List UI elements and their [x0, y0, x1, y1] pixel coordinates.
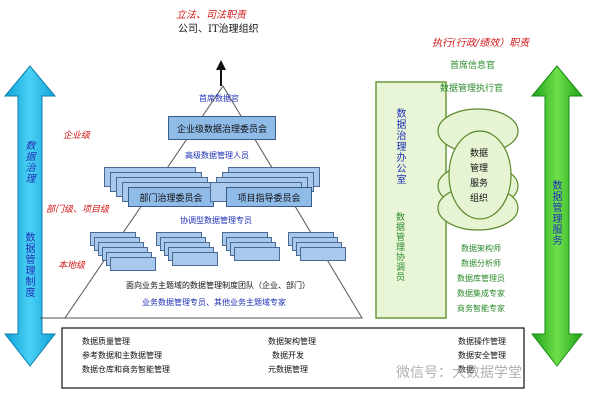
specialists-label: 业务数据管理专员、其他业务主题域专家: [142, 298, 286, 307]
bottom-col1-item1: 数据质量管理: [82, 337, 130, 346]
bottom-col3-item3: 数据: [458, 365, 474, 374]
cdo-label: 首席数据官: [199, 94, 239, 103]
legislative-title: 立法、司法职责: [176, 10, 246, 21]
corporate-it-governance: 公司、IT治理组织: [178, 24, 259, 35]
left-arrow-bottom-label: 数据管理制度: [23, 232, 34, 298]
watermark: 微信号：大数据学堂: [396, 365, 522, 381]
service-label-1: 数据: [470, 149, 489, 159]
domain-team-label: 面向业务主题域的数据管理制度团队（企业、部门）: [126, 281, 310, 290]
project-committee-box: 项目指导委员会: [226, 187, 312, 207]
service-label-4: 组织: [470, 194, 489, 204]
bottom-col2-item3: 元数据管理: [268, 365, 308, 374]
dept-committee-label: 部门治理委员会: [139, 193, 203, 204]
project-committee-label: 项目指导委员会: [237, 193, 301, 204]
bottom-col1-item3: 数据仓库和商务智能管理: [82, 365, 170, 374]
coordinator-label: 数据管理协调员: [394, 212, 404, 282]
office-label: 数据治理办公室: [394, 108, 405, 185]
left-arrow-top-label: 数据治理: [23, 140, 34, 184]
role-integration: 数据集成专家: [457, 289, 505, 298]
bottom-col1-item2: 参考数据和主数据管理: [82, 351, 162, 360]
bottom-col3-item2: 数据安全管理: [458, 351, 506, 360]
right-double-arrow: [530, 65, 584, 367]
coordinators-label: 协调型数据管理专员: [180, 216, 252, 225]
service-label-2: 管理: [470, 164, 489, 174]
cio-label: 首席信息官: [450, 61, 496, 71]
level-enterprise: 企业级: [63, 131, 91, 141]
dept-committee-box: 部门治理委员会: [128, 187, 214, 207]
office-box: [375, 81, 447, 319]
left-double-arrow: [3, 65, 57, 367]
data-exec-label: 数据管理执行官: [440, 84, 504, 94]
bottom-box: [61, 327, 525, 389]
enterprise-committee-box: 企业级数据治理委员会: [168, 116, 276, 140]
level-dept-project: 部门级、项目级: [46, 205, 110, 215]
role-analyst: 数据分析师: [461, 259, 501, 268]
level-local: 本地级: [58, 261, 86, 271]
right-arrow-label: 数据管理服务: [550, 180, 561, 246]
enterprise-committee-label: 企业级数据治理委员会: [176, 124, 267, 135]
executive-title: 执行(行政/绩效）职责: [432, 38, 530, 49]
service-label-3: 服务: [470, 179, 489, 189]
bottom-col2-item1: 数据架构管理: [268, 337, 316, 346]
role-bi: 商务智能专家: [457, 304, 505, 313]
senior-managers-label: 高级数据管理人员: [185, 151, 249, 160]
role-dba: 数据库管理员: [457, 274, 505, 283]
bottom-col2-item2: 数据开发: [272, 351, 304, 360]
role-architect: 数据架构师: [461, 244, 501, 253]
service-circle-center: [448, 130, 512, 220]
bottom-col3-item1: 数据操作管理: [458, 337, 506, 346]
